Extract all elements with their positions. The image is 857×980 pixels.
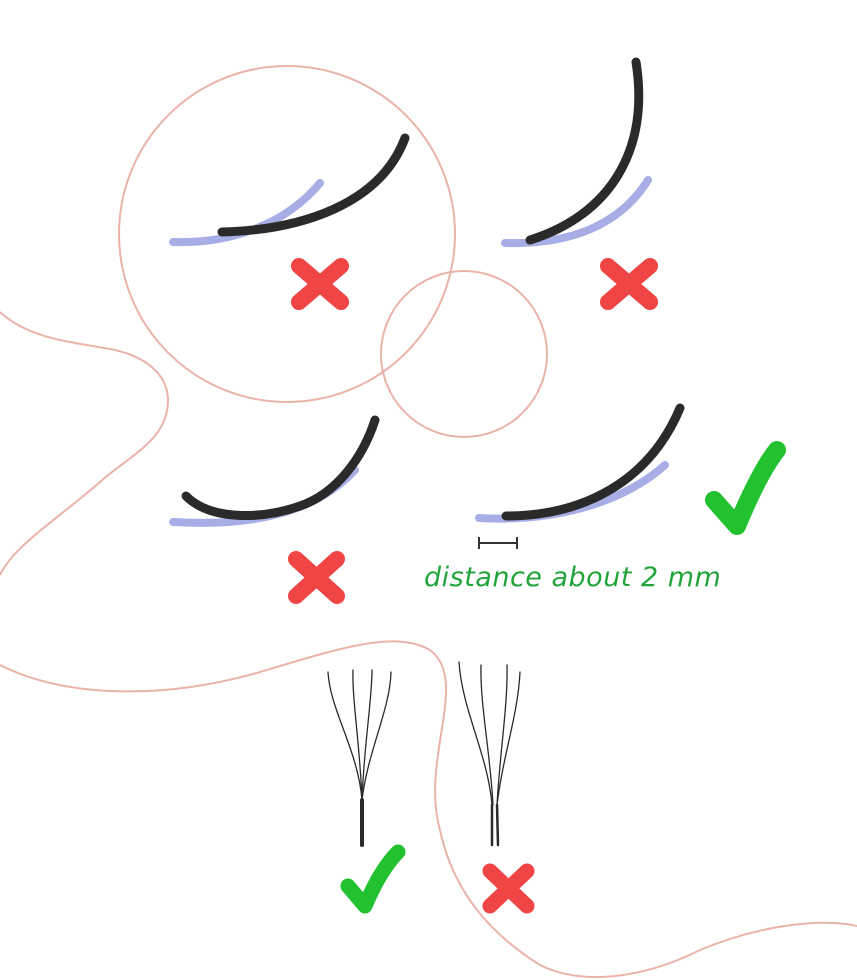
extension-lash <box>217 133 410 237</box>
fan-stem <box>495 803 500 847</box>
guide-curve-bottom <box>0 640 857 978</box>
fan-fiber <box>496 664 508 806</box>
natural-lash <box>501 176 652 248</box>
guide-circle-small <box>380 270 548 438</box>
guide-curve-left <box>0 311 170 576</box>
lash-example-2 <box>501 57 658 310</box>
cross-icon <box>288 551 345 604</box>
extension-lash <box>525 57 644 245</box>
lash-example-4 <box>475 403 786 549</box>
lash-example-3 <box>169 415 380 604</box>
measure-bracket <box>478 537 518 549</box>
fan-fiber <box>327 671 363 801</box>
cross-icon <box>291 258 349 310</box>
check-icon <box>340 844 406 914</box>
fan-fiber <box>458 661 493 806</box>
fan-fiber <box>480 664 494 806</box>
check-icon <box>705 441 786 535</box>
fan-fiber <box>361 671 392 801</box>
extension-lash <box>501 403 685 521</box>
lash-fan-1 <box>327 669 392 847</box>
fan-fiber <box>352 669 363 801</box>
fan-fiber <box>361 669 373 801</box>
extension-lash <box>181 415 380 520</box>
distance-caption: distance about 2 mm <box>424 562 722 593</box>
background-guides <box>0 65 857 978</box>
cross-icon <box>600 258 658 310</box>
lash-fan-2 <box>458 661 521 847</box>
fan-fiber <box>496 671 521 806</box>
cross-icon <box>482 863 535 914</box>
lash-example-1 <box>169 133 410 310</box>
guide-circle-large <box>118 65 456 403</box>
